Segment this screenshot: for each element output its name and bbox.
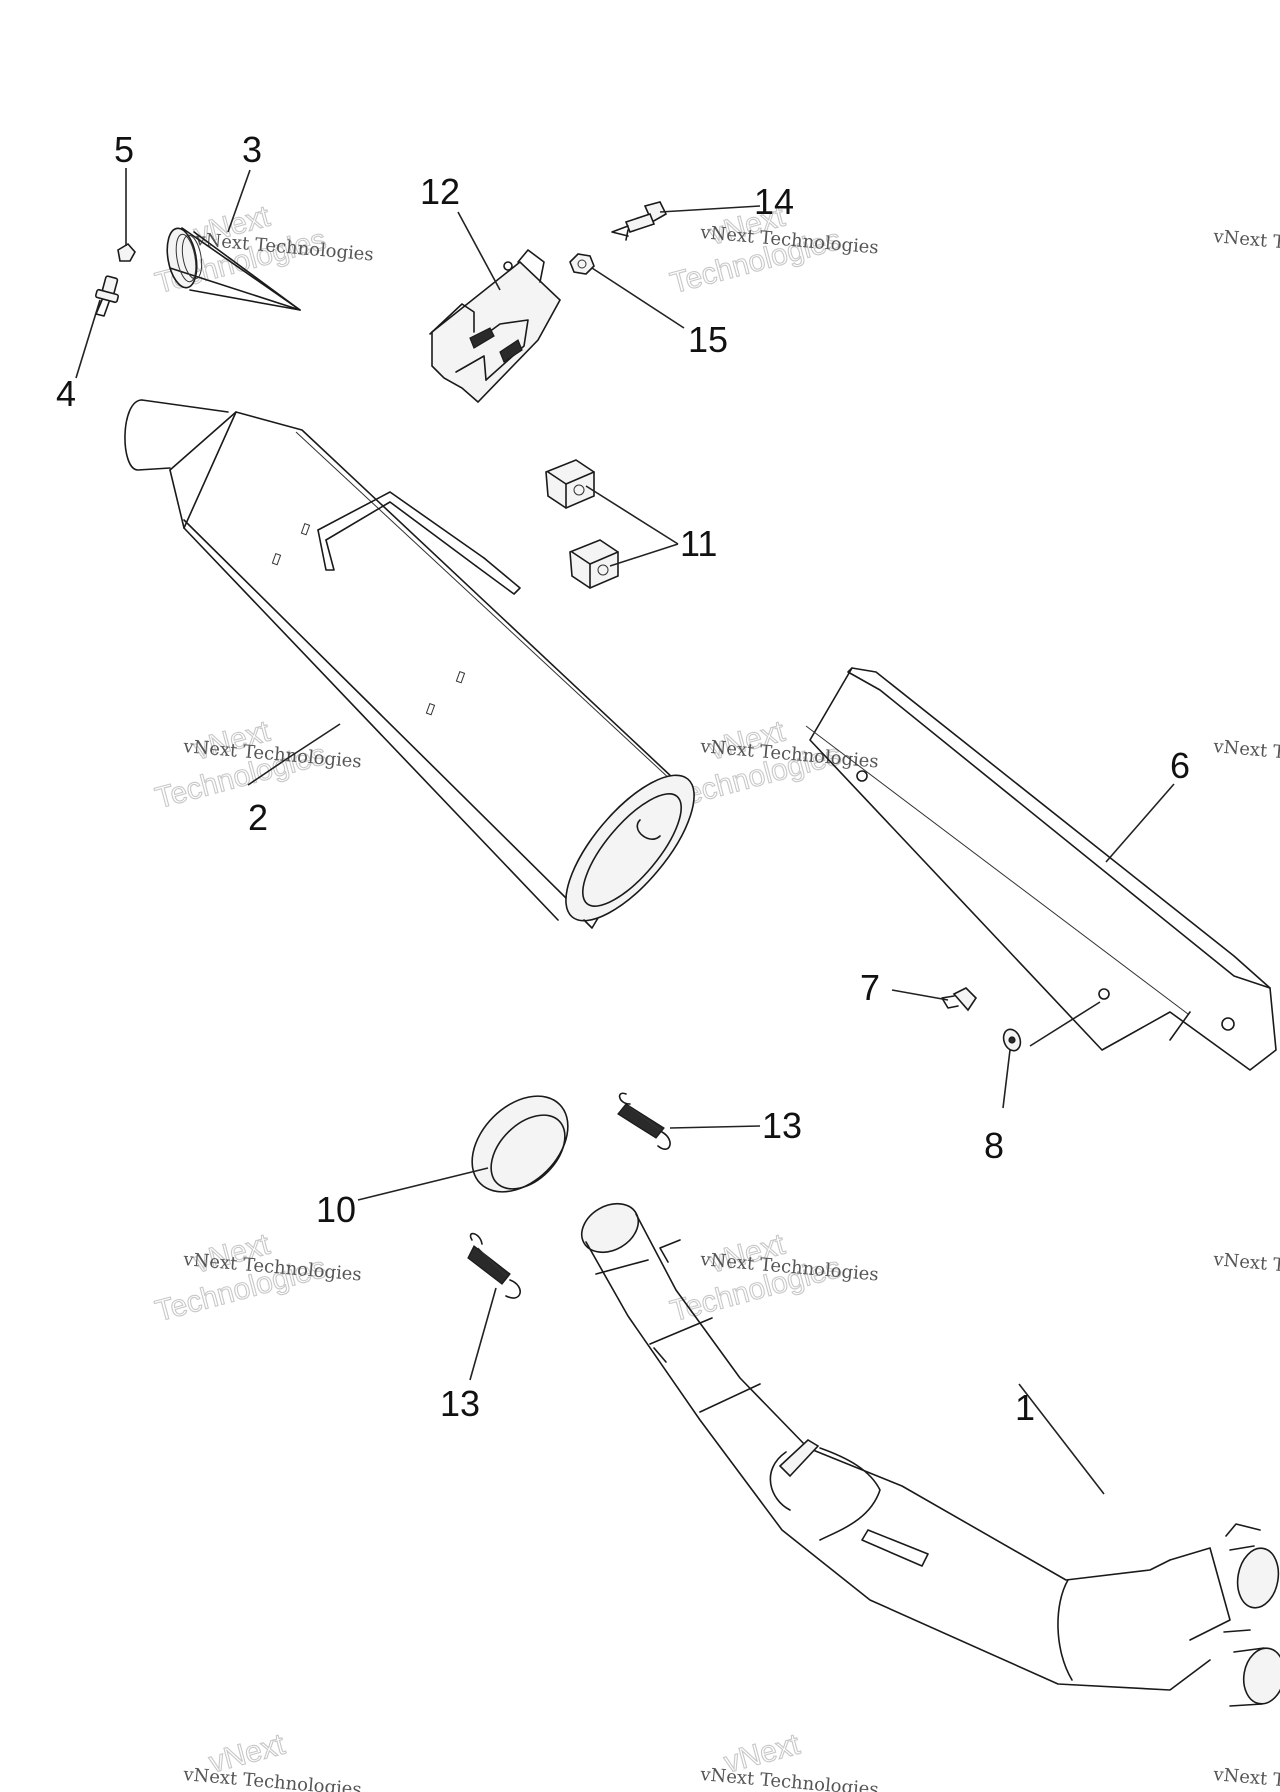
leader-1 xyxy=(1018,1383,1105,1495)
leader-13a xyxy=(669,1125,761,1129)
part-12-bracket xyxy=(429,249,561,404)
callout-2: 2 xyxy=(248,797,268,838)
callout-7: 7 xyxy=(860,967,880,1008)
leader-10 xyxy=(357,1167,489,1201)
callout-6: 6 xyxy=(1170,745,1190,786)
part-5-nut xyxy=(117,242,136,262)
leader-lines xyxy=(75,168,1175,1495)
leader-12 xyxy=(457,211,501,291)
part-1-header-pipe xyxy=(580,1202,1280,1707)
leader-15 xyxy=(591,267,685,329)
part-8-washer xyxy=(1002,1028,1022,1052)
callout-5: 5 xyxy=(114,129,134,170)
part-6-heat-shield xyxy=(805,667,1277,1071)
callout-15: 15 xyxy=(688,319,728,360)
callouts: 1 2 3 4 5 6 7 8 10 11 12 13 13 14 15 xyxy=(56,129,1190,1428)
leader-6 xyxy=(1105,783,1175,863)
callout-1: 1 xyxy=(1015,1387,1035,1428)
part-10-gasket xyxy=(471,1095,569,1193)
watermarks: vNext Technologies vNext Technologies vN… xyxy=(151,199,1280,1792)
callout-14: 14 xyxy=(754,181,794,222)
leader-2 xyxy=(247,723,341,786)
part-7-bolt xyxy=(941,987,978,1012)
leader-7 xyxy=(891,989,949,1001)
leader-8 xyxy=(1002,1001,1101,1109)
leader-3 xyxy=(227,169,251,233)
callout-13-bottom: 13 xyxy=(440,1383,480,1424)
leader-11 xyxy=(585,485,679,567)
watermark-small-8: vNext Technologies xyxy=(699,1764,880,1792)
callout-3: 3 xyxy=(242,129,262,170)
leader-14 xyxy=(659,205,761,213)
watermark-small-7: vNext Technologies xyxy=(182,1764,363,1792)
part-13-spring-bottom xyxy=(467,1232,521,1299)
leader-13b xyxy=(469,1287,497,1381)
watermark-small-11: vNext Technologies xyxy=(1212,1249,1280,1286)
callout-10: 10 xyxy=(316,1189,356,1230)
part-11-grommet-top xyxy=(545,459,595,509)
leader-4 xyxy=(75,299,101,379)
watermark-small-12: vNext Technologies xyxy=(1212,1764,1280,1792)
part-2-muffler xyxy=(124,399,695,929)
part-14-bolt xyxy=(611,201,668,241)
watermark-small-9: vNext Technologies xyxy=(1212,226,1280,263)
callout-8: 8 xyxy=(984,1125,1004,1166)
callout-4: 4 xyxy=(56,373,76,414)
callout-12: 12 xyxy=(420,171,460,212)
callout-13-right: 13 xyxy=(762,1105,802,1146)
watermark-small-10: vNext Technologies xyxy=(1212,736,1280,773)
part-13-spring-top xyxy=(617,1092,671,1150)
callout-11: 11 xyxy=(680,523,717,564)
part-4-bolt xyxy=(94,275,120,317)
part-3-end-cap xyxy=(166,227,301,311)
part-11-grommet-bottom xyxy=(569,539,619,589)
part-15-nut xyxy=(569,253,595,275)
